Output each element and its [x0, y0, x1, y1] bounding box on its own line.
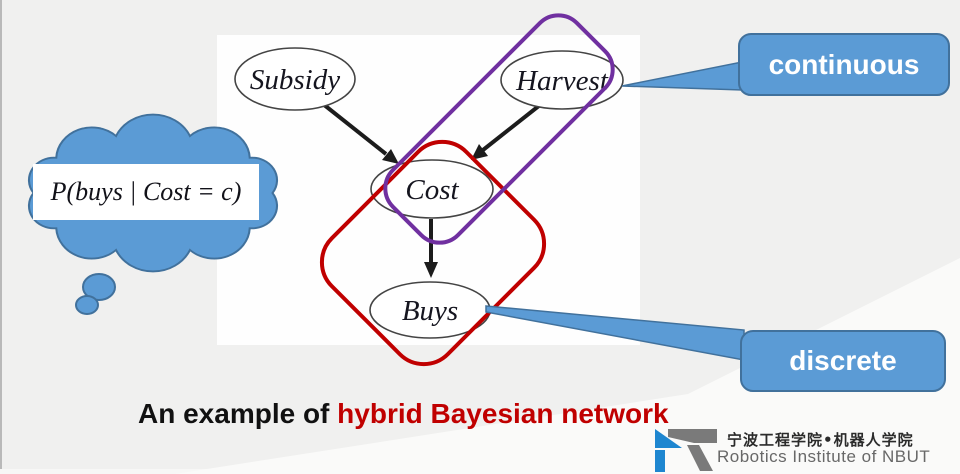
- caption-prefix: An example of: [138, 398, 338, 429]
- subsidy-node: [234, 47, 356, 111]
- node-labels-group: Subsidy Harvest Cost Buys: [250, 64, 609, 327]
- discrete-callout-label: discrete: [789, 345, 897, 376]
- discrete-callout: discrete: [740, 330, 946, 392]
- arrowhead-harvest-cost: [471, 144, 488, 160]
- harvest-node-label: Harvest: [515, 65, 609, 97]
- edges-group: [321, 102, 542, 278]
- logo-gray-leg: [687, 445, 713, 471]
- continuous-callout: continuous: [738, 33, 950, 96]
- subsidy-node-label: Subsidy: [250, 64, 340, 96]
- logo-gray-flag: [668, 429, 717, 443]
- nodes-group: [234, 47, 624, 339]
- edge-subsidy-cost: [321, 102, 388, 156]
- caption-highlight: hybrid Bayesian network: [337, 398, 669, 429]
- continuous-callout-label: continuous: [768, 48, 920, 80]
- buys-node-label: Buys: [402, 295, 458, 327]
- formula-box: P(buys | Cost = c): [33, 164, 259, 220]
- logo-blue-bar: [655, 450, 665, 472]
- logo-blue-triangle: [655, 429, 682, 448]
- cloud-bubble-small: [75, 295, 99, 315]
- arrowhead-cost-buys: [424, 262, 438, 278]
- cost-node-label: Cost: [405, 174, 459, 206]
- caption: An example of hybrid Bayesian network: [138, 398, 669, 430]
- logo-english-text: Robotics Institute of NBUT: [717, 447, 931, 466]
- logo-mark: [655, 429, 717, 472]
- cost-node: [370, 159, 494, 219]
- edge-harvest-cost: [481, 103, 542, 152]
- formula-text: P(buys | Cost = c): [50, 177, 242, 206]
- continuous-group-frame: [383, 13, 615, 245]
- harvest-node: [500, 50, 624, 110]
- background-wedge: [175, 258, 960, 474]
- slide-left-edge: [0, 0, 2, 474]
- logo-chinese-text: 宁波工程学院•机器人学院: [727, 431, 914, 449]
- arrowhead-subsidy-cost: [382, 149, 399, 164]
- cloud-bubble-large: [82, 273, 116, 301]
